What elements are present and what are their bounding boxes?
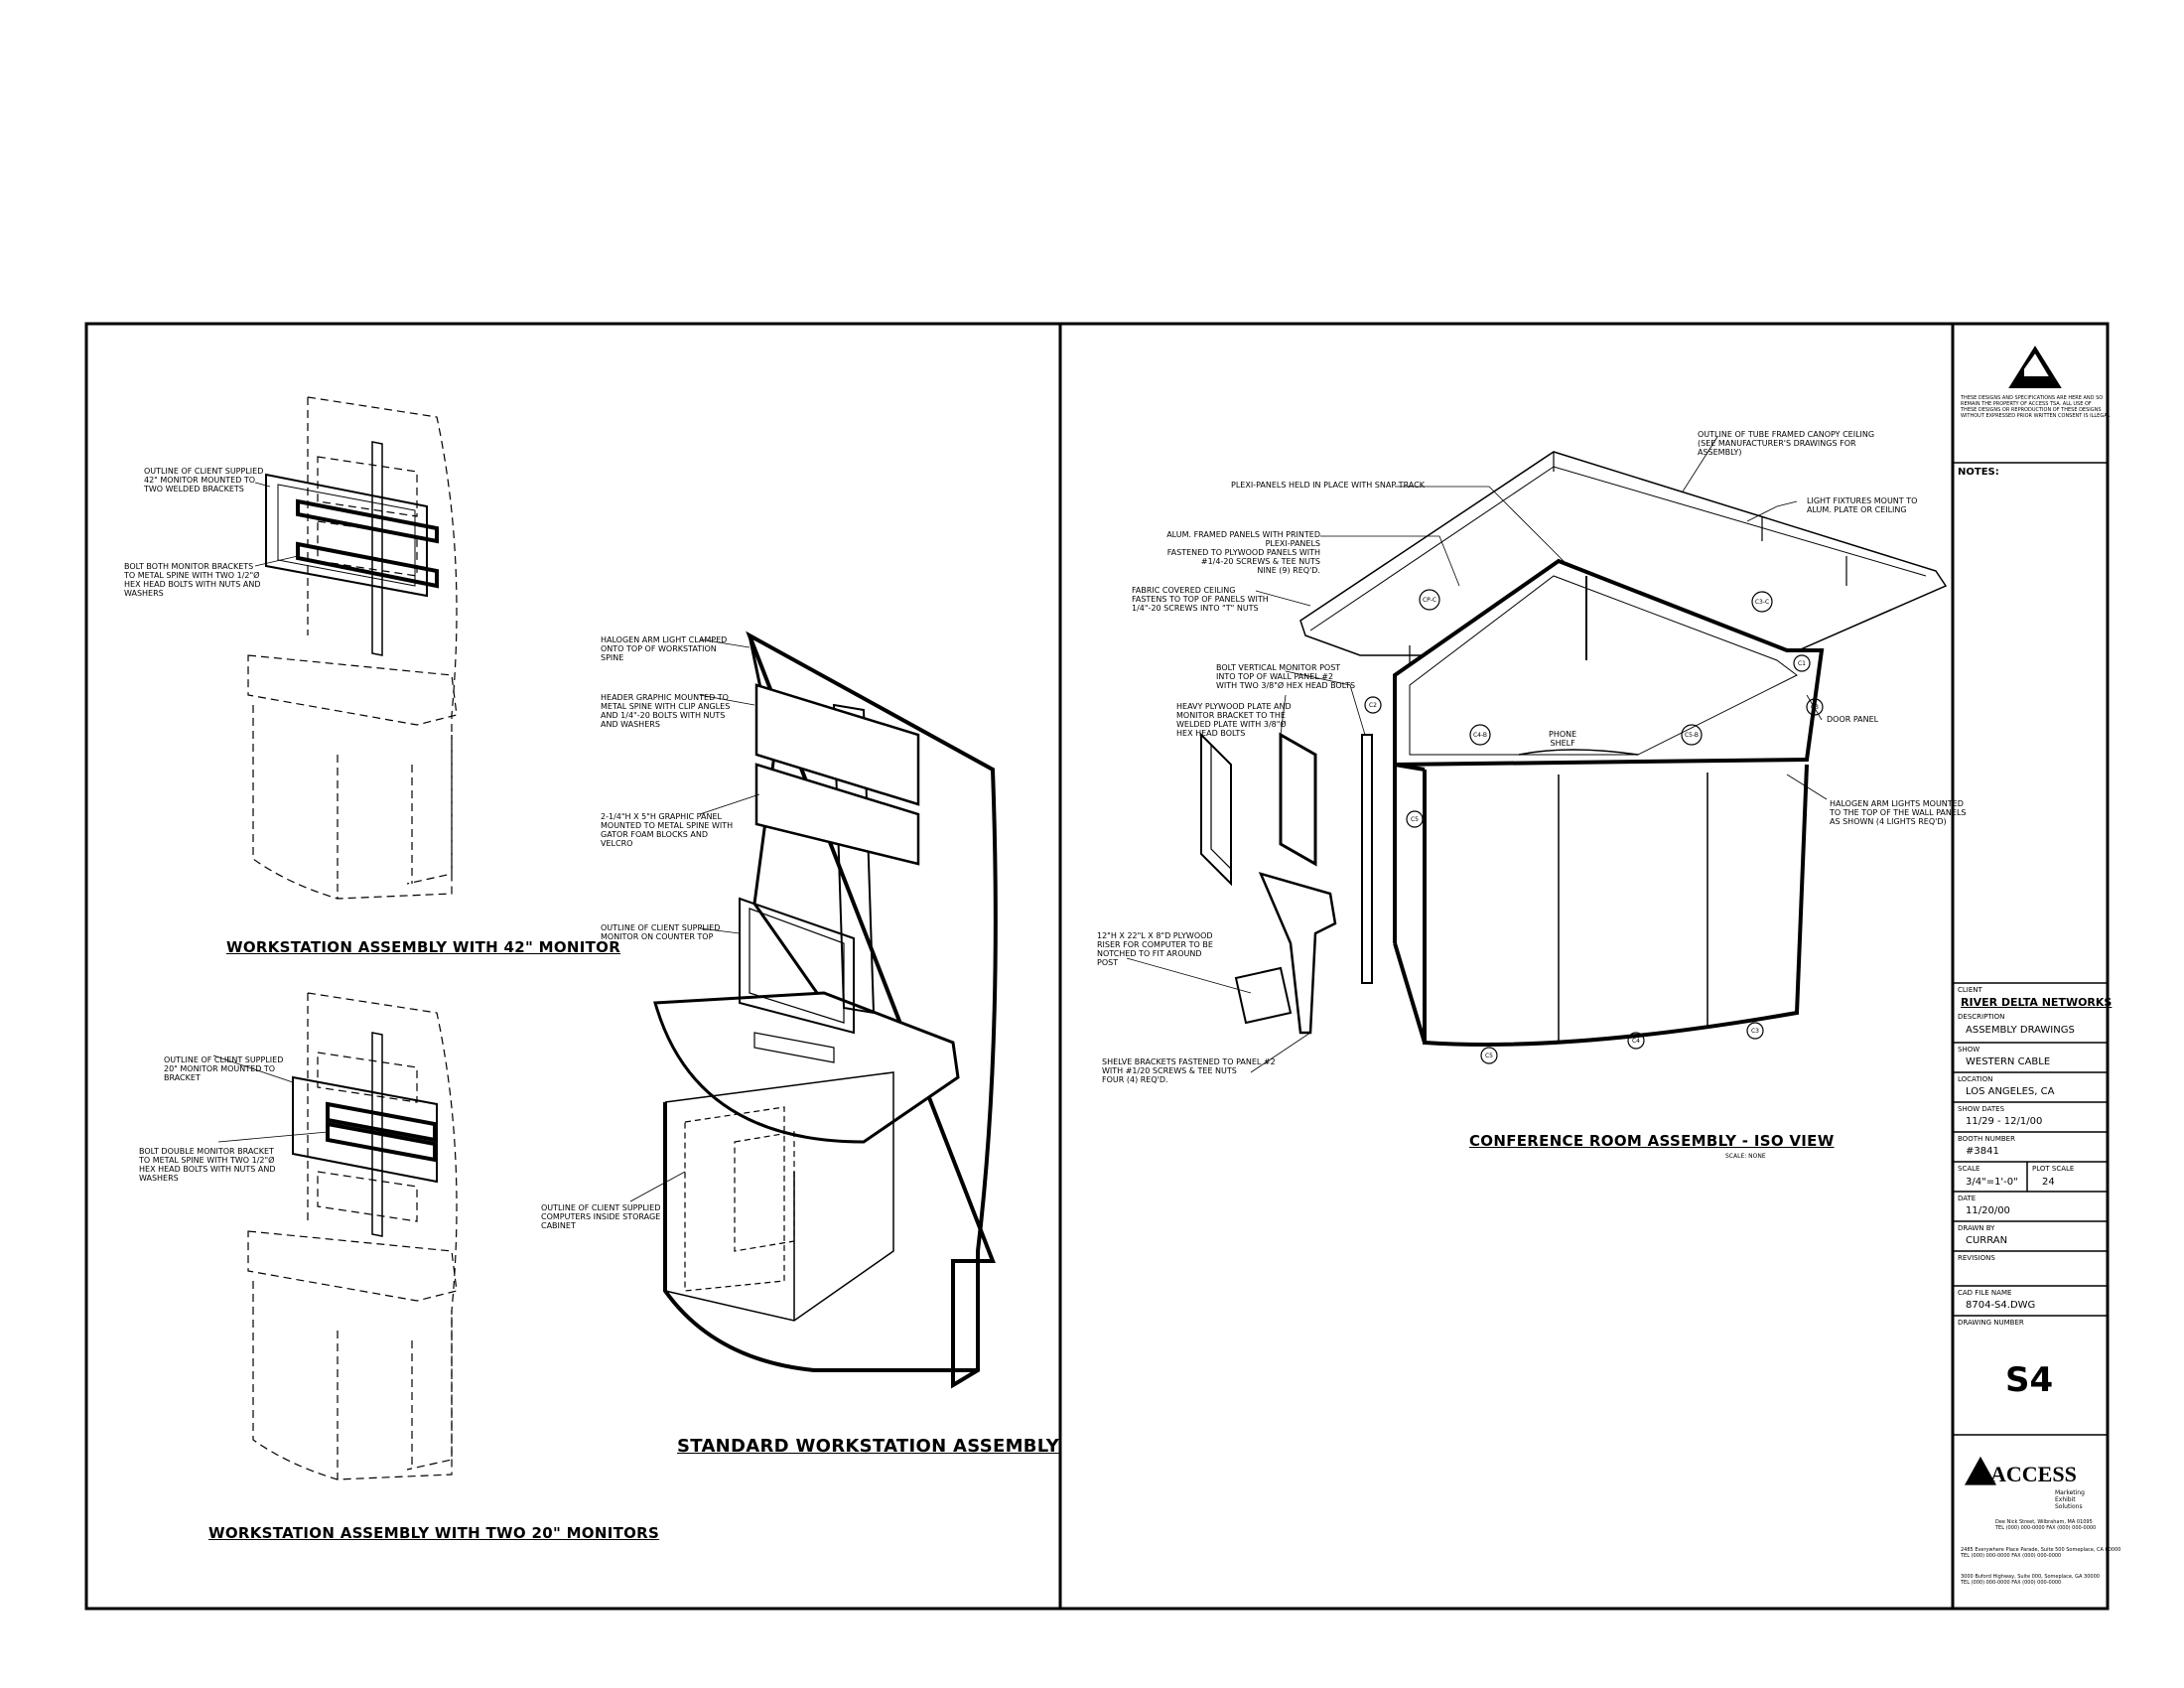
drawn-by-value: CURRAN bbox=[1966, 1235, 2008, 1246]
plexi-label: PLEXI-PANELS HELD IN PLACE WITH SNAP TRA… bbox=[1231, 481, 1425, 490]
sheet-border bbox=[84, 322, 2110, 1611]
standard-graphic-label: 2-1/4"H X 5"H GRAPHIC PANEL MOUNTED TO M… bbox=[601, 812, 734, 848]
conference-title: CONFERENCE ROOM ASSEMBLY - ISO VIEW bbox=[1469, 1132, 1835, 1150]
address-1: Dee Nick Street, Wilbraham, MA 01095 TEL… bbox=[1995, 1519, 2097, 1531]
standard-computer-label: OUTLINE OF CLIENT SUPPLIED COMPUTERS INS… bbox=[541, 1203, 661, 1230]
tag-c5-left: C5 bbox=[1410, 816, 1419, 823]
date-key: DATE bbox=[1958, 1195, 1977, 1202]
top-logo-icon bbox=[2008, 346, 2062, 388]
alum-label-text: ALUM. FRAMED PANELS WITH PRINTED PLEXI-P… bbox=[1166, 530, 1320, 575]
standard-header-label: HEADER GRAPHIC MOUNTED TO METAL SPINE WI… bbox=[601, 693, 731, 729]
monitor42-bolt-label: BOLT BOTH MONITOR BRACKETS TO METAL SPIN… bbox=[124, 562, 261, 598]
cad-key: CAD FILE NAME bbox=[1958, 1289, 2012, 1297]
standard-workstation-drawing bbox=[653, 631, 998, 1389]
tag-c5-bottom: C5 bbox=[1484, 1053, 1493, 1059]
scale-key: SCALE bbox=[1958, 1165, 1980, 1173]
date-value: 11/20/00 bbox=[1966, 1205, 2010, 1216]
plot-scale-value: 24 bbox=[2042, 1177, 2055, 1188]
shelf-brackets-label: SHELVE BRACKETS FASTENED TO PANEL #2 WIT… bbox=[1102, 1057, 1276, 1084]
halogen-lights-label: HALOGEN ARM LIGHTS MOUNTED TO THE TOP OF… bbox=[1830, 799, 1967, 826]
tag-c5-b: C5-B bbox=[1684, 732, 1700, 739]
booth-key: BOOTH NUMBER bbox=[1958, 1135, 2015, 1143]
drawn-by-key: DRAWN BY bbox=[1958, 1224, 1995, 1232]
door-panel-label: DOOR PANEL bbox=[1827, 715, 1879, 724]
scale-value: 3/4"=1'-0" bbox=[1966, 1177, 2018, 1188]
heavy-plate-label: HEAVY PLYWOOD PLATE AND MONITOR BRACKET … bbox=[1176, 702, 1292, 738]
standard-title: STANDARD WORKSTATION ASSEMBLY bbox=[677, 1436, 1060, 1457]
show-dates-value: 11/29 - 12/1/00 bbox=[1966, 1116, 2043, 1127]
workstation-20-drawing bbox=[247, 992, 458, 1480]
monitor20-bolt-label: BOLT DOUBLE MONITOR BRACKET TO METAL SPI… bbox=[139, 1147, 276, 1183]
monitor20-outline-label: OUTLINE OF CLIENT SUPPLIED 20" MONITOR M… bbox=[164, 1055, 284, 1082]
fabric-ceiling-label: FABRIC COVERED CEILING FASTENS TO TOP OF… bbox=[1132, 586, 1269, 613]
light-fixture-label: LIGHT FIXTURES MOUNT TO ALUM. PLATE OR C… bbox=[1807, 496, 1918, 514]
tag-cp-c: CP-C bbox=[1422, 597, 1437, 604]
bolt-post-label: BOLT VERTICAL MONITOR POST INTO TOP OF W… bbox=[1216, 663, 1356, 690]
address-3: 3000 Buford Highway, Suite 000, Someplac… bbox=[1961, 1574, 2100, 1586]
tag-c2: C2 bbox=[1368, 702, 1377, 709]
standard-monitor-label: OUTLINE OF CLIENT SUPPLIED MONITOR ON CO… bbox=[601, 923, 721, 941]
leader-lines bbox=[212, 436, 1828, 1202]
workstation-42-monitor bbox=[265, 441, 439, 656]
standard-halogen-label: HALOGEN ARM LIGHT CLAMPED ONTO TOP OF WO… bbox=[601, 635, 728, 662]
workstation-20-monitors bbox=[292, 1032, 438, 1237]
cad-value: 8704-S4.DWG bbox=[1966, 1300, 2036, 1311]
title-block-rules bbox=[1953, 462, 2108, 1436]
revisions-key: REVISIONS bbox=[1958, 1254, 1995, 1262]
tag-c4-b: C4-B bbox=[1472, 732, 1488, 739]
access-logo-icon bbox=[1964, 1456, 1997, 1485]
riser-label: 12"H X 22"L X 8"D PLYWOOD RISER FOR COMP… bbox=[1097, 931, 1213, 967]
workstation-42-drawing bbox=[247, 396, 458, 900]
logo-tagline: Marketing Exhibit Solutions bbox=[2055, 1489, 2085, 1510]
monitor42-outline-label: OUTLINE OF CLIENT SUPPLIED 42" MONITOR M… bbox=[144, 467, 264, 493]
monitor20-title: WORKSTATION ASSEMBLY WITH TWO 20" MONITO… bbox=[208, 1524, 660, 1542]
description-key: DESCRIPTION bbox=[1958, 1013, 2005, 1021]
plot-scale-key: PLOT SCALE bbox=[2032, 1165, 2075, 1173]
disclaimer-text: THESE DESIGNS AND SPECIFICATIONS ARE HER… bbox=[1961, 395, 2111, 419]
access-logo-text: ACCESS bbox=[1990, 1462, 2077, 1486]
client-value: RIVER DELTA NETWORKS bbox=[1961, 996, 2113, 1009]
tag-c3-right: C3 bbox=[1810, 704, 1819, 711]
canopy-label: OUTLINE OF TUBE FRAMED CANOPY CEILING (S… bbox=[1698, 430, 1875, 457]
location-value: LOS ANGELES, CA bbox=[1966, 1086, 2055, 1097]
tag-c4-bottom: C4 bbox=[1631, 1038, 1640, 1045]
show-value: WESTERN CABLE bbox=[1966, 1056, 2051, 1067]
tag-c3-bottom: C3 bbox=[1750, 1028, 1759, 1035]
conference-room-drawing bbox=[1200, 451, 1948, 1064]
description-value: ASSEMBLY DRAWINGS bbox=[1966, 1025, 2075, 1036]
monitor42-title: WORKSTATION ASSEMBLY WITH 42" MONITOR bbox=[226, 938, 621, 956]
drawing-number-key: DRAWING NUMBER bbox=[1958, 1319, 2024, 1327]
tag-c1-top: C1 bbox=[1797, 660, 1806, 667]
address-2: 2485 Everywhere Place Parade, Suite 500 … bbox=[1961, 1547, 2121, 1559]
conference-scale-note: SCALE: NONE bbox=[1725, 1153, 1766, 1160]
show-key: SHOW bbox=[1958, 1046, 1980, 1054]
tag-c3-c: C3-C bbox=[1754, 599, 1770, 606]
booth-value: #3841 bbox=[1966, 1146, 1999, 1157]
show-dates-key: SHOW DATES bbox=[1958, 1105, 2005, 1113]
location-key: LOCATION bbox=[1958, 1075, 1993, 1083]
drawing-number-value: S4 bbox=[2005, 1360, 2054, 1400]
phone-shelf-label: PHONE SHELF bbox=[1549, 730, 1577, 748]
notes-label: NOTES: bbox=[1958, 467, 1999, 478]
client-key: CLIENT bbox=[1958, 986, 1982, 994]
